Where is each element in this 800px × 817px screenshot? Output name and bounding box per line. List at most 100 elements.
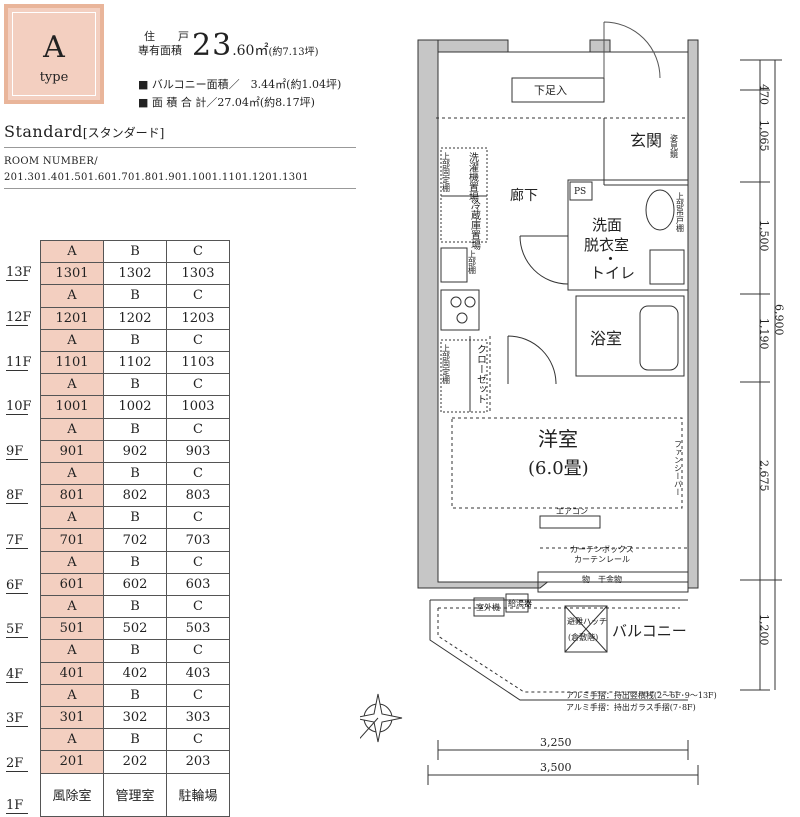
label-geta: 下足入: [534, 84, 567, 97]
dim-1200: 1,200: [758, 614, 771, 646]
dim-470: 470: [758, 84, 771, 105]
ground-room-cell: 風除室: [40, 772, 104, 817]
total-area: ■ 面 積 合 計／27.04㎡(約8.17坪): [138, 96, 315, 109]
label-closet-tana: 上部固定棚: [442, 344, 451, 385]
room-cell: 303: [166, 705, 230, 730]
type-header-cell: C: [166, 683, 230, 707]
type-header-cell: A: [40, 239, 104, 264]
type-header-cell: C: [166, 728, 230, 752]
dim-total-v: 6,900: [773, 304, 786, 336]
room-cell: 703: [166, 528, 230, 552]
label-joubu-tana3: 上部棚: [468, 250, 477, 275]
type-header-cell: A: [40, 328, 104, 352]
type-letter: A: [43, 30, 65, 65]
label-monohoshi: 物 干金物: [582, 574, 622, 584]
label-shitsugai: 室外機: [476, 602, 500, 612]
label-youshitsu-size: (6.0畳): [528, 458, 589, 479]
floor-label: 12F: [6, 309, 32, 326]
type-header-cell: A: [40, 461, 104, 486]
type-header-cell: A: [40, 639, 104, 663]
room-number-label: ROOM NUMBER/: [4, 156, 98, 167]
label-genkan: 玄関: [630, 131, 662, 150]
type-header-cell: A: [40, 683, 104, 707]
room-cell: 801: [40, 484, 104, 508]
type-word: type: [39, 70, 69, 85]
type-header-cell: B: [103, 594, 167, 619]
room-cell: 503: [166, 617, 230, 641]
ground-room-cell: 管理室: [103, 772, 167, 817]
dimension-texts: 470 1,065 1,500 1,190 2,675 1,200 6,900 …: [540, 84, 786, 774]
floor-label: 9F: [6, 444, 28, 460]
label-aircon: エアコン: [556, 507, 588, 516]
room-cell: 203: [166, 750, 230, 774]
type-header-cell: C: [166, 239, 230, 264]
type-header-cell: A: [40, 284, 104, 308]
note-rail-1: アルミ手摺：持出竪横桟(2〜6F･9〜13F): [566, 690, 717, 700]
type-header-cell: C: [166, 461, 230, 486]
type-header-cell: B: [103, 239, 167, 264]
label-fan: ファンシーバー: [674, 440, 683, 496]
room-cell: 803: [166, 484, 230, 508]
type-badge: A type: [4, 4, 104, 104]
floor-label: 5F: [6, 623, 28, 639]
dim-w2: 3,500: [540, 761, 572, 774]
type-header-cell: A: [40, 594, 104, 619]
area-value-dec: .60㎡: [232, 43, 269, 59]
area-value-int: 23: [192, 28, 233, 63]
label-yokushitsu: 浴室: [590, 329, 622, 348]
plan-name-jp: [スタンダード]: [82, 126, 165, 140]
room-cell: 802: [103, 484, 167, 508]
room-cell: 701: [40, 528, 104, 552]
type-header-cell: B: [103, 550, 167, 574]
label-reizo: 冷蔵庫置場: [469, 199, 481, 251]
room-cell: 1302: [103, 262, 167, 286]
label-curtain-box: カーテンボックス: [570, 545, 634, 554]
type-header-cell: B: [103, 683, 167, 707]
type-header-cell: C: [166, 550, 230, 574]
label-senmen3: ・: [603, 250, 618, 268]
type-header-cell: B: [103, 639, 167, 663]
label-ps: PS: [574, 187, 586, 197]
type-header-cell: C: [166, 284, 230, 308]
ground-room-cell: 駐輪場: [166, 772, 230, 817]
area-label: 住 戸 専有面積: [138, 30, 195, 58]
floor-label: 10F: [6, 399, 32, 416]
room-cell: 401: [40, 661, 104, 685]
label-rouka: 廊下: [510, 187, 538, 204]
plan-name-en: Standard: [4, 122, 83, 141]
note-rail-2: アルミ手摺：持出ガラス手摺(7･8F): [566, 702, 696, 712]
dim-1190: 1,190: [758, 318, 771, 350]
type-header-cell: B: [103, 506, 167, 530]
area-label-bottom: 専有面積: [138, 44, 182, 57]
wall-lines: [429, 21, 689, 701]
room-cell: 403: [166, 661, 230, 685]
room-cell: 402: [103, 661, 167, 685]
floor-label: 7F: [6, 533, 28, 549]
type-header-cell: A: [40, 728, 104, 752]
type-header-cell: A: [40, 417, 104, 441]
room-cell: 301: [40, 705, 104, 730]
divider-top: [4, 147, 356, 148]
compass: [360, 693, 403, 743]
label-balcony: バルコニー: [612, 622, 687, 640]
floor-label: 13F: [6, 265, 32, 282]
dim-w1: 3,250: [540, 736, 572, 749]
room-cell: 502: [103, 617, 167, 641]
label-joubu-tana: 上部固定棚: [442, 152, 451, 193]
floor-label: 8F: [6, 489, 28, 505]
